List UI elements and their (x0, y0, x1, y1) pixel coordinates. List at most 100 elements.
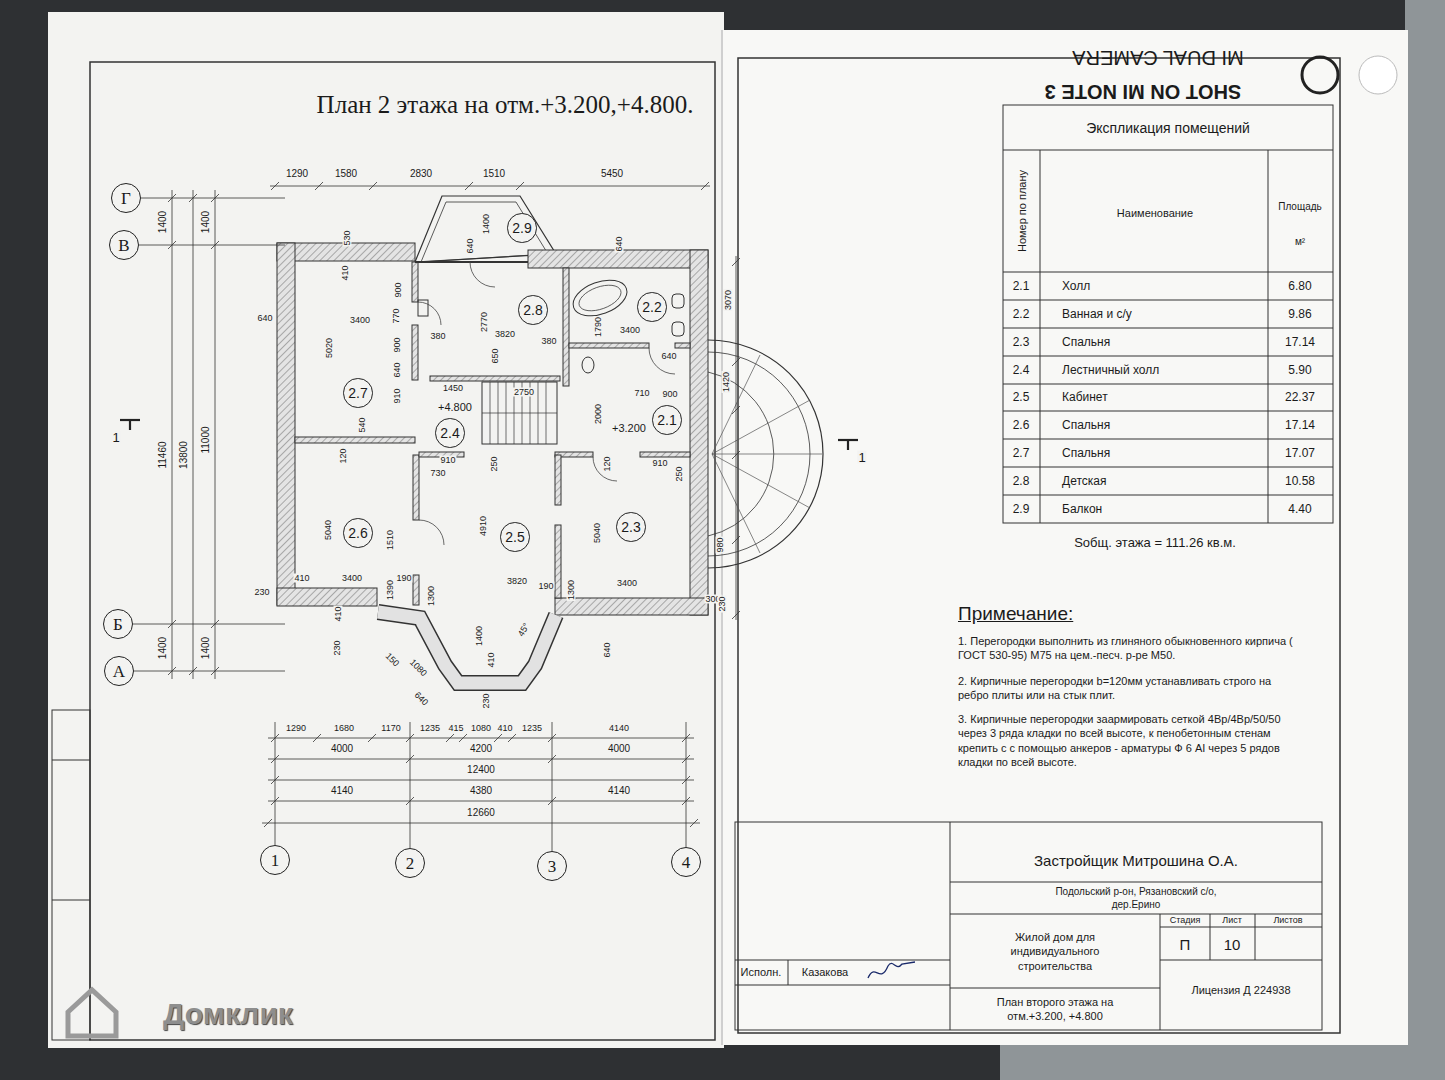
axis-bubble: 2 (395, 848, 425, 878)
dimension-label: 640 (615, 235, 624, 252)
axis-letter: В (118, 237, 129, 254)
dimension-label: 3400 (619, 326, 641, 335)
dimension-label: 410 (487, 651, 496, 668)
table-cell: 2.8 (1013, 475, 1030, 487)
dimension-label: 1 (111, 431, 120, 444)
dimension-label: 910 (651, 459, 668, 468)
dimension-label: 1510 (482, 169, 506, 179)
dimension-label: 410 (341, 264, 350, 281)
room-number: 2.9 (512, 221, 531, 235)
table-cell: 2.7 (1013, 447, 1030, 459)
table-cell: Спальня (1062, 336, 1110, 348)
dimension-label: 1400 (482, 213, 491, 235)
dimension-label: 4200 (469, 744, 493, 754)
room-number: 2.7 (348, 386, 367, 400)
dimension-label: 3820 (494, 330, 516, 339)
area-total: Sобщ. этажа = 111.26 кв.м. (1074, 536, 1236, 549)
dimension-label: 11000 (201, 425, 211, 454)
axis-bubble: 4 (671, 847, 701, 877)
room-tag: 2.6 (343, 518, 372, 547)
site-watermark: Домклик (163, 999, 293, 1029)
axis-bubble: 1 (260, 845, 290, 875)
dimension-label: 1290 (285, 169, 309, 179)
dimension-label: 1080 (470, 724, 492, 733)
dimension-label: 250 (675, 465, 684, 482)
dimension-label: 410 (293, 574, 310, 583)
dimension-label: 3400 (616, 579, 638, 588)
dimension-label: 5020 (325, 337, 334, 359)
dimension-label: 4380 (469, 786, 493, 796)
dimension-label: 1080 (407, 657, 429, 679)
table-cell: Лестничный холл (1062, 364, 1159, 376)
axis-bubble: Б (103, 609, 133, 639)
room-tag: 2.4 (435, 418, 464, 447)
table-cell: 10.58 (1285, 475, 1315, 487)
table-cell: Холл (1062, 280, 1090, 292)
dimension-label: 530 (343, 229, 352, 246)
room-tag: 2.3 (616, 512, 645, 541)
title-block-text: П (1180, 937, 1191, 952)
table-cell: 2.6 (1013, 419, 1030, 431)
room-tag: 2.5 (500, 522, 529, 551)
axis-bubble: В (109, 230, 139, 260)
dimension-label: 2830 (409, 169, 433, 179)
dimension-label: 415 (447, 724, 464, 733)
dimension-label: 640 (660, 352, 677, 361)
table-cell: 9.86 (1288, 308, 1311, 320)
dimension-label: +3.200 (611, 423, 647, 434)
dimension-label: 910 (439, 456, 456, 465)
dimension-label: 190 (537, 582, 554, 591)
dimension-label: 3820 (506, 577, 528, 586)
room-number: 2.8 (523, 303, 542, 317)
axis-bubble: 3 (537, 851, 567, 881)
dimension-label: 380 (429, 332, 446, 341)
dimension-label: 1235 (521, 724, 543, 733)
dimension-label: 1 (857, 451, 866, 464)
title-block-text: 10 (1224, 937, 1241, 952)
dimension-label: 3400 (341, 574, 363, 583)
table-cell: 2.9 (1013, 503, 1030, 515)
axis-bubble: А (104, 656, 134, 686)
dimension-label: 120 (339, 447, 348, 464)
table-cell: 2.2 (1013, 308, 1030, 320)
dimension-label: 640 (256, 314, 273, 323)
dimension-label: 11460 (158, 440, 168, 469)
dimension-label: 1420 (722, 371, 731, 393)
table-cell: Ванная и с/у (1062, 308, 1132, 320)
room-number: 2.2 (642, 300, 661, 314)
title-block-text: Лицензия Д 224938 (1191, 985, 1290, 996)
table-cell: 4.40 (1288, 503, 1311, 515)
dimension-label: 980 (716, 536, 725, 553)
table-heading: м² (1295, 237, 1305, 247)
dimension-label: 1170 (380, 724, 401, 733)
title-block-text: Жилой дом для индивидуального строительс… (975, 930, 1135, 973)
table-heading: Площадь (1278, 202, 1322, 212)
title-block-text: Подольский р-он, Рязановский с/о, дер.Ер… (1036, 885, 1236, 911)
dimension-label: 1300 (427, 585, 436, 607)
dimension-label: 910 (393, 387, 402, 404)
table-cell: 2.1 (1013, 280, 1030, 292)
camera-watermark: SHOT ON MI NOTE 3 (1045, 82, 1242, 102)
dimension-label: 4140 (330, 786, 354, 796)
note-text: 1. Перегородки выполнить из глиняного об… (958, 634, 1303, 663)
dimension-label: 540 (358, 416, 367, 433)
dimension-label: 2000 (594, 403, 603, 425)
dimension-label: 730 (429, 469, 446, 478)
dimension-label: 1400 (158, 636, 168, 660)
room-number: 2.3 (621, 520, 640, 534)
dimension-label: 3070 (724, 289, 733, 311)
dimension-label: 1235 (419, 724, 441, 733)
axis-bubble: Г (111, 183, 141, 213)
camera-watermark: MI DUAL CAMERA (1072, 48, 1244, 68)
table-cell: Детская (1062, 475, 1106, 487)
note-text: 2. Кирпичные перегородки b=120мм устанав… (958, 674, 1303, 703)
table-cell: Спальня (1062, 419, 1110, 431)
dimension-label: 650 (491, 347, 500, 364)
title-block-text: Листов (1273, 916, 1302, 925)
dimension-label: +4.800 (437, 402, 473, 413)
dimension-label: 150 (383, 651, 401, 669)
title-block-text: Стадия (1170, 916, 1201, 925)
dimension-label: 5450 (600, 169, 624, 179)
dimension-label: 640 (603, 641, 612, 658)
table-cell: 17.07 (1285, 447, 1315, 459)
